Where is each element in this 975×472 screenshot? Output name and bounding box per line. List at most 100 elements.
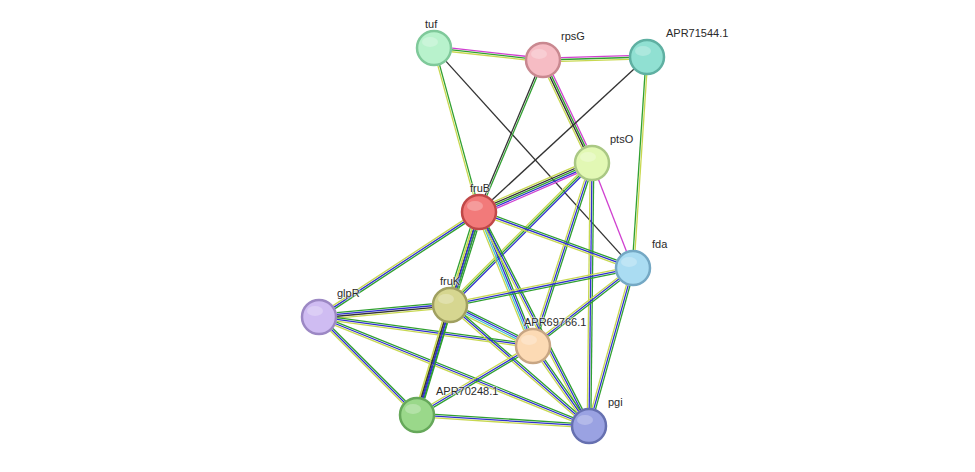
protein-node: fruK	[432, 287, 468, 323]
evidence-strand	[594, 285, 628, 408]
evidence-strand	[539, 180, 587, 329]
node-highlight	[577, 415, 593, 425]
node-highlight	[621, 257, 637, 267]
node-circle	[615, 250, 651, 286]
node-disc	[302, 300, 336, 334]
node-highlight	[438, 294, 454, 304]
evidence-strand	[463, 176, 580, 293]
evidence-strand	[543, 361, 578, 412]
evidence-strand	[435, 416, 571, 425]
interaction-edge	[438, 65, 475, 195]
node-circle	[461, 194, 497, 230]
node-circle	[416, 30, 452, 66]
evidence-strand	[466, 314, 517, 339]
evidence-strand	[335, 325, 572, 421]
node-disc	[526, 43, 560, 77]
node-highlight	[467, 201, 483, 211]
evidence-strand	[496, 170, 576, 205]
node-disc	[433, 288, 467, 322]
evidence-strand	[337, 309, 432, 318]
node-highlight	[531, 49, 547, 59]
node-circle	[301, 299, 337, 335]
interaction-edge	[587, 181, 593, 408]
evidence-strand	[537, 180, 585, 329]
protein-node: APR69766.1	[515, 328, 551, 364]
protein-node: glpR	[301, 299, 337, 335]
protein-label: fruK	[440, 275, 460, 288]
interaction-edge	[599, 180, 627, 251]
protein-label: APR71544.1	[666, 27, 728, 40]
evidence-strand	[467, 312, 518, 337]
interaction-edge	[485, 76, 537, 196]
evidence-strand	[467, 270, 615, 300]
evidence-strand	[540, 181, 588, 330]
evidence-strand	[464, 317, 576, 414]
interaction-edge	[421, 229, 476, 399]
interaction-edge	[337, 304, 433, 318]
evidence-strand	[496, 218, 616, 262]
protein-node: rpsG	[525, 42, 561, 78]
evidence-strand	[550, 77, 584, 147]
interaction-edge	[462, 315, 576, 415]
interaction-edge	[435, 414, 571, 426]
protein-node: tuf	[416, 30, 452, 66]
interaction-edge	[461, 174, 580, 293]
evidence-strand	[334, 222, 464, 307]
evidence-strand	[435, 418, 571, 427]
protein-label: ptsO	[610, 133, 633, 146]
interaction-edge	[592, 285, 630, 409]
protein-node: ptsO	[574, 145, 610, 181]
node-circle	[399, 397, 435, 433]
evidence-strand	[465, 315, 577, 412]
evidence-strand	[552, 76, 586, 146]
evidence-strand	[433, 357, 518, 408]
evidence-strand	[483, 230, 524, 331]
node-disc	[462, 195, 496, 229]
node-highlight	[635, 46, 651, 56]
evidence-strand	[422, 229, 473, 398]
protein-label: glpR	[337, 287, 360, 300]
interaction-edge	[542, 360, 580, 413]
protein-label: fruB	[470, 182, 490, 195]
interaction-edge	[483, 228, 529, 331]
evidence-strand	[330, 331, 403, 404]
evidence-strand	[497, 216, 617, 260]
evidence-strand	[332, 330, 405, 403]
protein-label: APR70248.1	[436, 385, 498, 398]
evidence-strand	[337, 308, 432, 317]
node-highlight	[405, 404, 421, 414]
evidence-strand	[542, 362, 577, 413]
evidence-strand	[452, 48, 525, 56]
interaction-edge	[548, 75, 586, 148]
evidence-strand	[548, 77, 582, 147]
node-highlight	[307, 306, 323, 316]
evidence-strand	[461, 174, 578, 291]
node-disc	[575, 146, 609, 180]
node-circle	[525, 42, 561, 78]
protein-label: pgi	[608, 396, 623, 409]
protein-label: tuf	[425, 18, 437, 31]
protein-node: pgi	[571, 408, 607, 444]
node-disc	[400, 398, 434, 432]
evidence-strand	[596, 286, 630, 409]
interaction-edge	[330, 328, 405, 403]
node-circle	[574, 145, 610, 181]
evidence-strand	[545, 360, 580, 411]
node-circle	[432, 287, 468, 323]
evidence-strand	[452, 50, 525, 58]
node-disc	[516, 329, 550, 363]
evidence-strand	[561, 59, 629, 61]
protein-label: APR69766.1	[524, 316, 586, 329]
evidence-strand	[599, 180, 627, 251]
evidence-strand	[485, 76, 535, 195]
node-highlight	[422, 37, 438, 47]
node-disc	[630, 40, 664, 74]
evidence-strand	[633, 75, 645, 250]
node-disc	[417, 31, 451, 65]
evidence-strand	[465, 315, 516, 340]
interaction-edge	[333, 220, 465, 308]
evidence-strand	[452, 52, 525, 60]
evidence-strand	[495, 169, 575, 204]
node-circle	[515, 328, 551, 364]
